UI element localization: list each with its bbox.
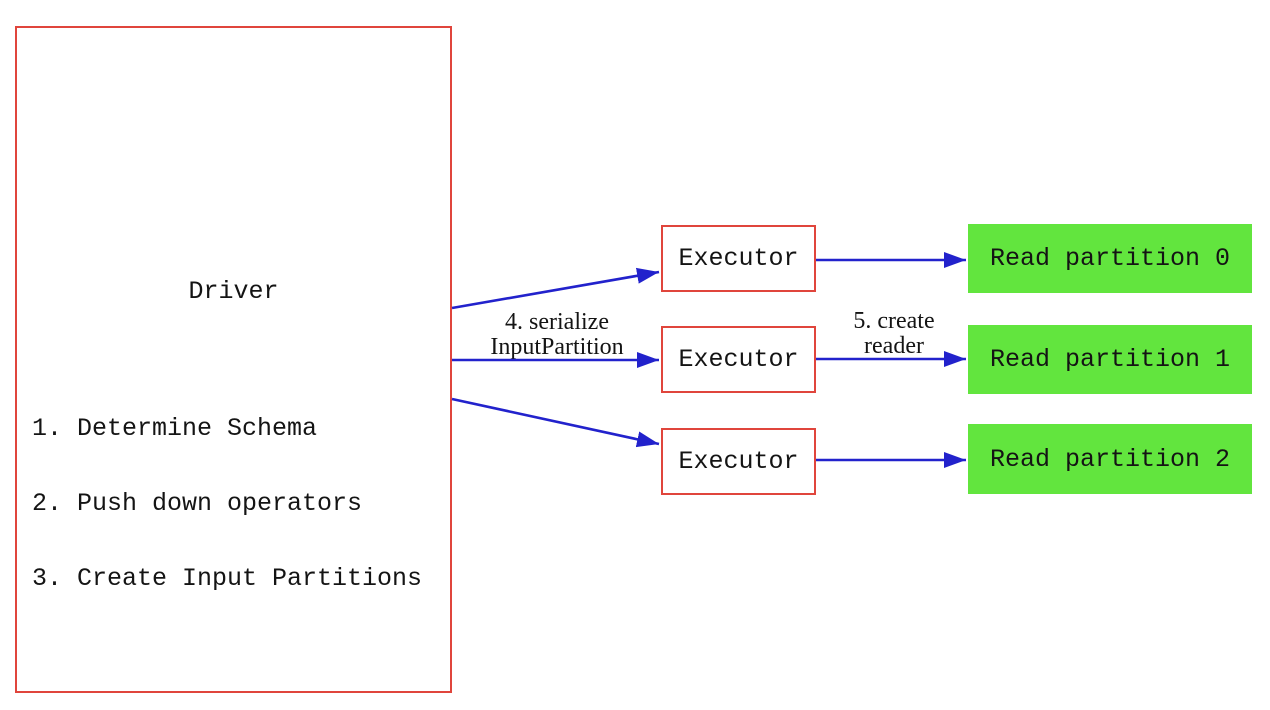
edge-label-reader-line1: 5. create bbox=[853, 308, 935, 334]
read-partition-box-1: Read partition 1 bbox=[968, 325, 1252, 394]
edge-label-serialize-line1: 4. serialize bbox=[505, 309, 609, 335]
edge-label-reader-line2: reader bbox=[864, 333, 924, 359]
driver-title: Driver bbox=[188, 277, 279, 306]
read-partition-label-1: Read partition 1 bbox=[989, 345, 1231, 374]
edge-label-serialize-line2: InputPartition bbox=[490, 334, 624, 360]
driver-step-1: 1. Determine Schema bbox=[32, 414, 318, 443]
driver-steps-list: 1. Determine Schema 2. Push down operato… bbox=[32, 366, 422, 641]
executor-label-2: Executor bbox=[678, 345, 799, 374]
read-partition-box-2: Read partition 2 bbox=[968, 424, 1252, 494]
executor-label-3: Executor bbox=[678, 447, 799, 476]
executor-box-2: Executor bbox=[661, 326, 816, 393]
read-partition-box-0: Read partition 0 bbox=[968, 224, 1252, 293]
executor-box-3: Executor bbox=[661, 428, 816, 495]
edge-label-serialize-inputpartition: 4. serialize InputPartition bbox=[490, 310, 623, 360]
read-partition-label-0: Read partition 0 bbox=[989, 244, 1231, 273]
driver-step-2: 2. Push down operators bbox=[32, 489, 363, 518]
arrow-driver-to-executor-3 bbox=[451, 397, 660, 448]
edge-label-create-reader: 5. create reader bbox=[853, 309, 934, 359]
read-partition-label-2: Read partition 2 bbox=[989, 444, 1231, 474]
driver-box bbox=[15, 26, 452, 693]
driver-step-3: 3. Create Input Partitions bbox=[32, 564, 423, 593]
executor-box-1: Executor bbox=[661, 225, 816, 292]
executor-label-1: Executor bbox=[678, 244, 799, 273]
arrow-driver-to-executor-1 bbox=[451, 267, 660, 310]
